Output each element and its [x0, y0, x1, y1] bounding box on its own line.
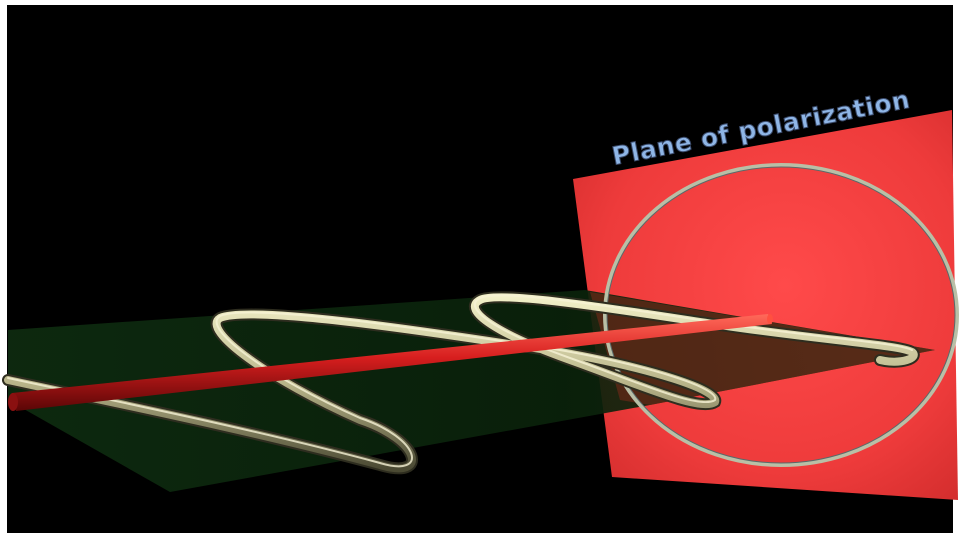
rod-end-cap: [8, 393, 18, 411]
rod-tip: [767, 314, 773, 324]
